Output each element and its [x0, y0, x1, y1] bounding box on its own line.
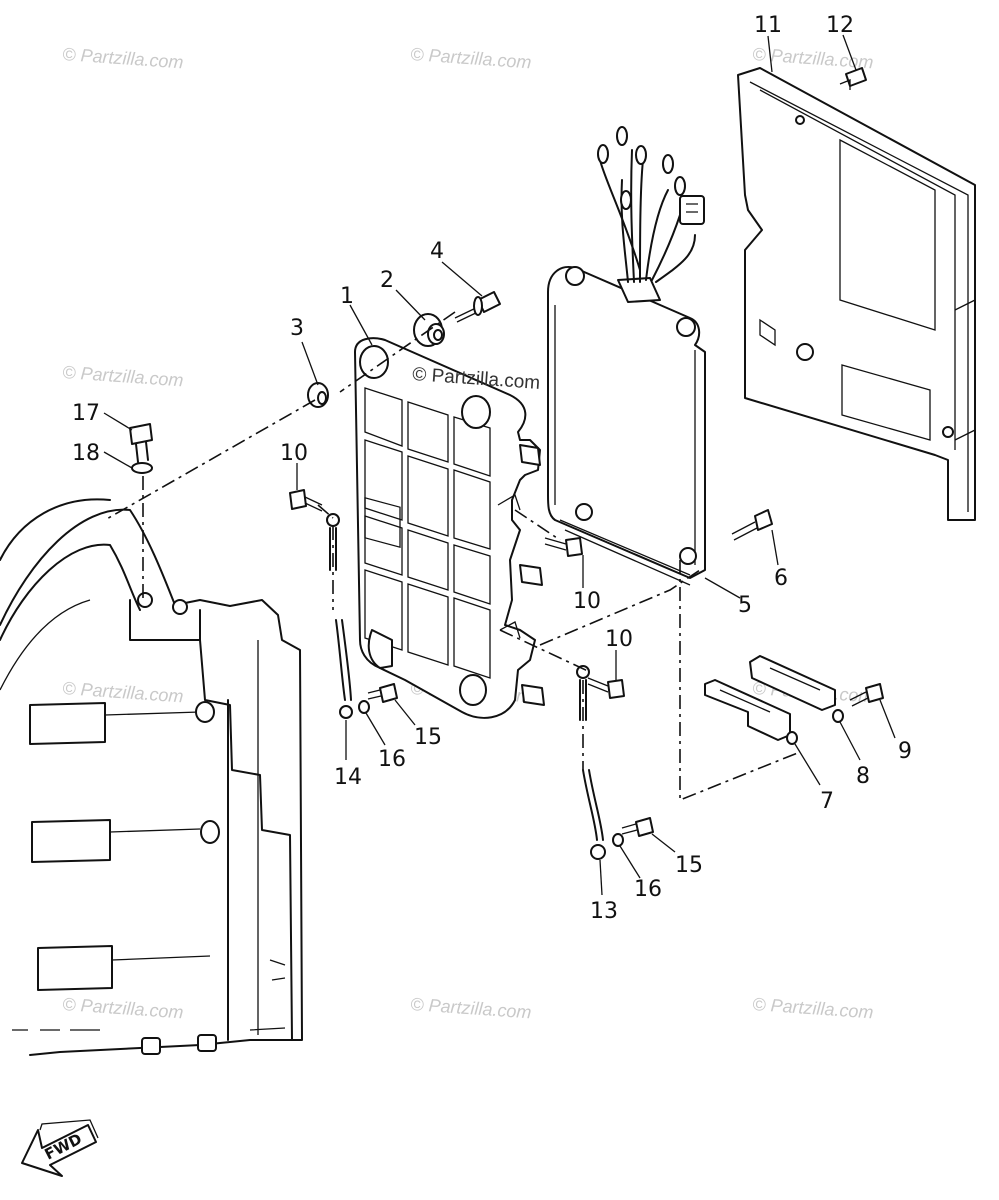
callout-6: 6 — [774, 566, 788, 591]
alignment-line — [317, 504, 334, 519]
callout-numbers: 1 2 3 4 5 6 7 8 9 10 10 10 11 12 13 14 1… — [72, 13, 912, 924]
callout-10-right: 10 — [605, 627, 633, 652]
ground-lead-14 — [326, 513, 353, 719]
callout-15-left: 15 — [414, 725, 442, 750]
callout-1: 1 — [340, 284, 354, 309]
callout-14: 14 — [334, 765, 362, 790]
watermark-text: © Partzilla.com — [62, 994, 184, 1022]
alignment-line — [514, 509, 561, 541]
callout-8: 8 — [856, 764, 870, 789]
fwd-arrow-icon: FWD — [21, 1119, 99, 1177]
callout-3: 3 — [290, 316, 304, 341]
watermark-text: © Partzilla.com — [62, 678, 184, 706]
washer-16-left — [358, 700, 370, 714]
alignment-line — [679, 560, 801, 802]
callout-4: 4 — [430, 239, 444, 264]
callout-11: 11 — [754, 13, 782, 38]
washer-8 — [832, 709, 844, 723]
alignment-line — [104, 399, 316, 521]
cdi-unit — [547, 126, 706, 586]
callout-10-left: 10 — [280, 441, 308, 466]
callout-16-left: 16 — [378, 747, 406, 772]
screw-12 — [839, 67, 867, 90]
alignment-line — [539, 569, 701, 646]
bolt-10-left — [289, 489, 323, 512]
callout-7: 7 — [820, 789, 834, 814]
callout-13: 13 — [590, 899, 618, 924]
watermark-text: © Partzilla.com — [410, 994, 532, 1022]
callout-17: 17 — [72, 401, 100, 426]
bolt-4 — [454, 291, 501, 323]
collar-3 — [307, 382, 329, 408]
bolt-10-right — [587, 677, 625, 699]
callout-15-right: 15 — [675, 853, 703, 878]
leader-lines — [103, 34, 896, 896]
callout-16-right: 16 — [634, 877, 662, 902]
alignment-line — [499, 629, 591, 673]
cover-11 — [737, 67, 976, 521]
bolt-15-left — [367, 683, 398, 703]
callout-12: 12 — [826, 13, 854, 38]
bolt-9 — [849, 683, 884, 707]
bolt-6 — [731, 509, 773, 541]
callout-2: 2 — [380, 268, 394, 293]
watermark-text: © Partzilla.com — [410, 44, 532, 72]
watermark-text: © Partzilla.com — [752, 994, 874, 1022]
callout-9: 9 — [898, 739, 912, 764]
engine-block — [0, 498, 303, 1056]
bracket-plate — [354, 337, 545, 719]
watermark-text: © Partzilla.com — [62, 362, 184, 390]
bolt-10-middle — [544, 537, 583, 557]
ground-lead-13 — [576, 665, 606, 860]
callout-10-middle: 10 — [573, 589, 601, 614]
bolt-17 — [129, 423, 153, 600]
alignment-line — [339, 311, 456, 393]
washer-16-right — [612, 833, 624, 847]
watermark-text: © Partzilla.com — [62, 44, 184, 72]
bracket-7 — [704, 655, 836, 745]
callout-18: 18 — [72, 441, 100, 466]
bolt-15-right — [621, 817, 654, 837]
callout-5: 5 — [738, 593, 752, 618]
